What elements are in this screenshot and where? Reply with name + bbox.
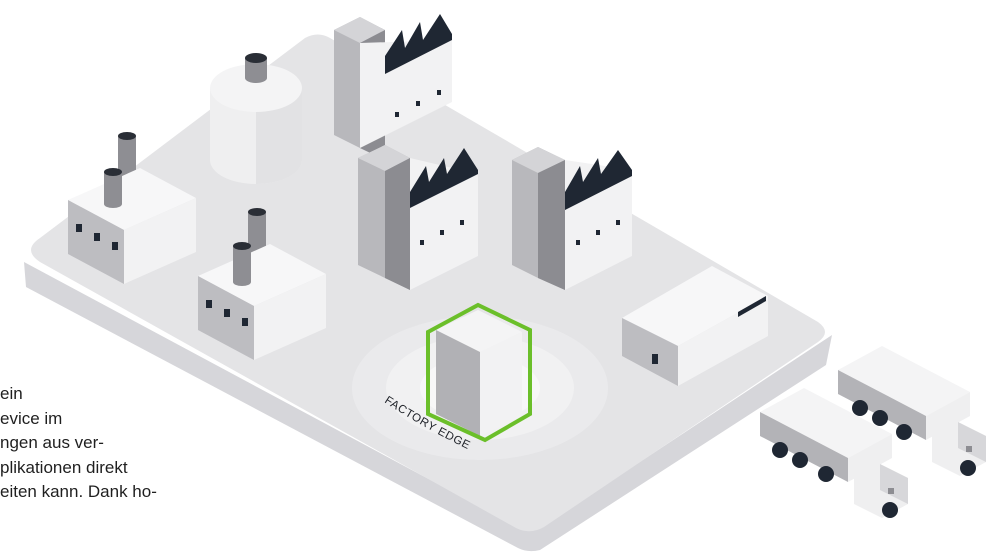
description-text: ein evice im ngen aus ver- plikationen d… xyxy=(0,382,240,505)
description-line: evice im xyxy=(0,407,240,432)
description-line: ein xyxy=(0,382,240,407)
storage-tank-icon xyxy=(210,53,302,184)
chimney-icon xyxy=(104,168,122,208)
description-line: ngen aus ver- xyxy=(0,431,240,456)
description-line: plikationen direkt xyxy=(0,456,240,481)
description-line: eiten kann. Dank ho- xyxy=(0,480,240,505)
chimney-icon xyxy=(233,242,251,286)
